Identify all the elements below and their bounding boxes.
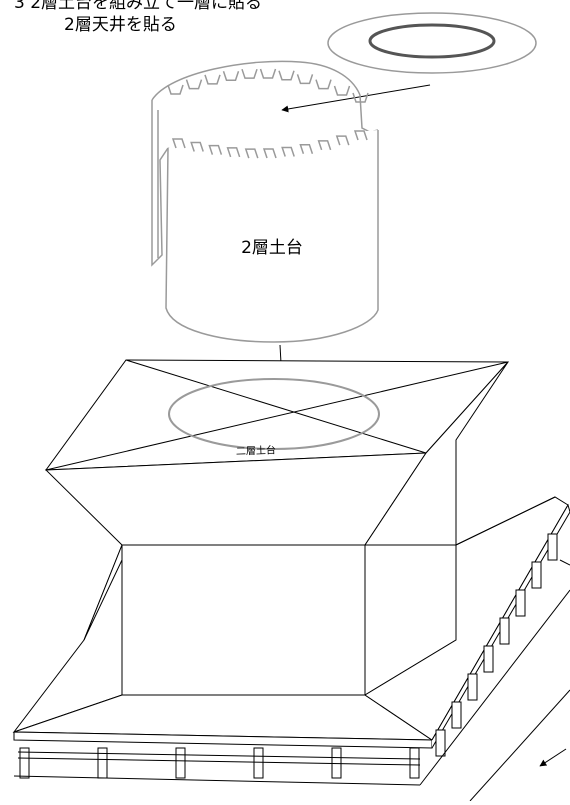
base-post (435, 729, 446, 757)
cylinder-tab (262, 148, 277, 159)
base-post (451, 701, 462, 729)
base-post (499, 617, 510, 645)
cylinder-tab (335, 135, 350, 146)
cylinder-tab (315, 79, 332, 90)
base-post (483, 645, 494, 673)
cylinder-tab (190, 141, 204, 152)
base-posts (17, 533, 558, 779)
ceiling-ring-part (327, 12, 537, 74)
cylinder-label: 2層土台 (241, 238, 303, 258)
cylinder-tab (333, 85, 351, 96)
platform-arrow (539, 748, 567, 767)
cylinder-tab (171, 138, 186, 149)
cylinder-tab (241, 68, 258, 79)
cylinder-tab (317, 140, 332, 151)
ceiling-arrow (281, 84, 431, 113)
base-post (253, 747, 264, 779)
base-post (547, 533, 558, 561)
cylinder-tab (299, 143, 314, 154)
base-post (531, 561, 542, 589)
cylinder-tab (244, 148, 259, 159)
cylinder-tab (185, 79, 203, 90)
roof-circle-label: 二層土台 (236, 443, 276, 457)
cylinder-tab (296, 74, 314, 85)
cylinder-tab (167, 84, 184, 95)
base-post (409, 747, 420, 779)
instruction-line-2: 2層天井を貼る (64, 15, 177, 35)
cylinder-tab (353, 130, 368, 141)
base-rail (17, 751, 421, 766)
cylinder-tab (281, 146, 295, 157)
cylinder-tab (208, 144, 223, 155)
cylinder-tab (278, 70, 295, 81)
cylinder-part (151, 60, 379, 343)
base-post (19, 747, 30, 779)
roof-circle-mark (168, 378, 380, 450)
base-post (175, 747, 186, 779)
cylinder-tab (204, 74, 221, 85)
base-post (467, 673, 478, 701)
base-post (97, 747, 108, 779)
cylinder-tab (352, 92, 369, 103)
cylinder-tab (222, 70, 240, 81)
roof-structure (44, 359, 510, 546)
cylinder-tab (259, 68, 277, 79)
instruction-line-1: 3 2層土台を組み立て一層に貼る (14, 0, 263, 13)
ground-platform (13, 559, 570, 802)
cylinder-tab (226, 147, 241, 158)
base-post (515, 589, 526, 617)
